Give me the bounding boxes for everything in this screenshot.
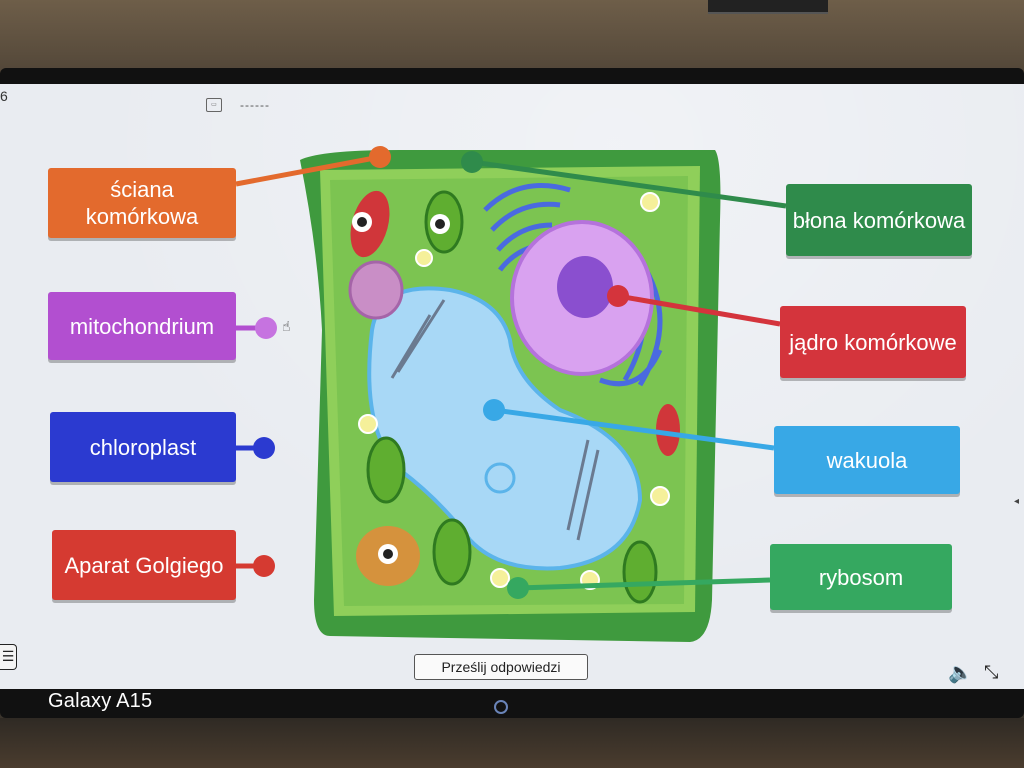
target-socket-mito xyxy=(352,212,372,232)
dot-mito xyxy=(255,317,277,339)
fullscreen-exit-icon[interactable]: ⤡ xyxy=(984,662,999,682)
label-chloroplast[interactable]: chloroplast xyxy=(50,412,236,482)
line-rybosom xyxy=(517,577,771,591)
label-mitochondrium[interactable]: mitochondrium xyxy=(48,292,236,360)
vacuole-shape xyxy=(367,286,643,571)
submit-answers-button[interactable]: Prześlij odpowiedzi xyxy=(414,654,588,680)
toolbar-dashes: ------ xyxy=(240,98,270,112)
vesicle-1 xyxy=(415,249,433,267)
label-jadro-komorkowe[interactable]: jądro komórkowe xyxy=(780,306,966,378)
toolbar-icon[interactable]: ▭ xyxy=(206,98,222,112)
dot-wakuola xyxy=(483,399,505,421)
dot-jadro xyxy=(607,285,629,307)
vacuole-swirl-shape xyxy=(484,462,516,494)
label-rybosom[interactable]: rybosom xyxy=(770,544,952,610)
vesicle-4 xyxy=(650,486,670,506)
chloroplast-bottom xyxy=(432,518,472,586)
label-sciana-komorkowa[interactable]: ściana komórkowa xyxy=(48,168,236,238)
organelle-swirl xyxy=(348,260,404,320)
camera-watermark: Galaxy A15 xyxy=(48,690,153,712)
line-sciana xyxy=(235,154,381,187)
er-stacks-shape xyxy=(483,183,571,272)
dot-sciana xyxy=(369,146,391,168)
dot-chloro xyxy=(253,437,275,459)
dot-blona xyxy=(461,151,483,173)
nucleolus-shape xyxy=(557,256,613,318)
chloroplast-right xyxy=(622,540,658,604)
dot-golgi xyxy=(253,555,275,577)
target-socket-chloro xyxy=(430,214,450,234)
page-number: 6 xyxy=(0,88,8,104)
dot-rybosom xyxy=(507,577,529,599)
line-wakuola xyxy=(493,407,775,451)
target-socket-golgi xyxy=(378,544,398,564)
vesicle-5 xyxy=(490,568,510,588)
vesicle-2 xyxy=(640,192,660,212)
chloroplast-left xyxy=(366,436,406,504)
mitochondrion-right xyxy=(656,404,680,456)
tv-logo-icon xyxy=(494,700,508,714)
label-aparat-golgiego[interactable]: Aparat Golgiego xyxy=(52,530,236,600)
floor-background xyxy=(0,718,1024,768)
speaker-icon[interactable]: 🔈 xyxy=(948,662,973,684)
label-wakuola[interactable]: wakuola xyxy=(774,426,960,494)
line-jadro xyxy=(617,293,781,327)
vesicle-3 xyxy=(358,414,378,434)
wall-picture-frame xyxy=(708,0,828,14)
hand-cursor-icon: ☝ xyxy=(282,318,291,334)
vacuole-crystal-shape xyxy=(390,299,600,541)
label-blona-komorkowa[interactable]: błona komórkowa xyxy=(786,184,972,256)
menu-icon[interactable]: ☰ xyxy=(0,644,17,670)
chevron-right-icon[interactable]: ◂ xyxy=(1014,496,1020,507)
line-blona xyxy=(471,159,787,209)
